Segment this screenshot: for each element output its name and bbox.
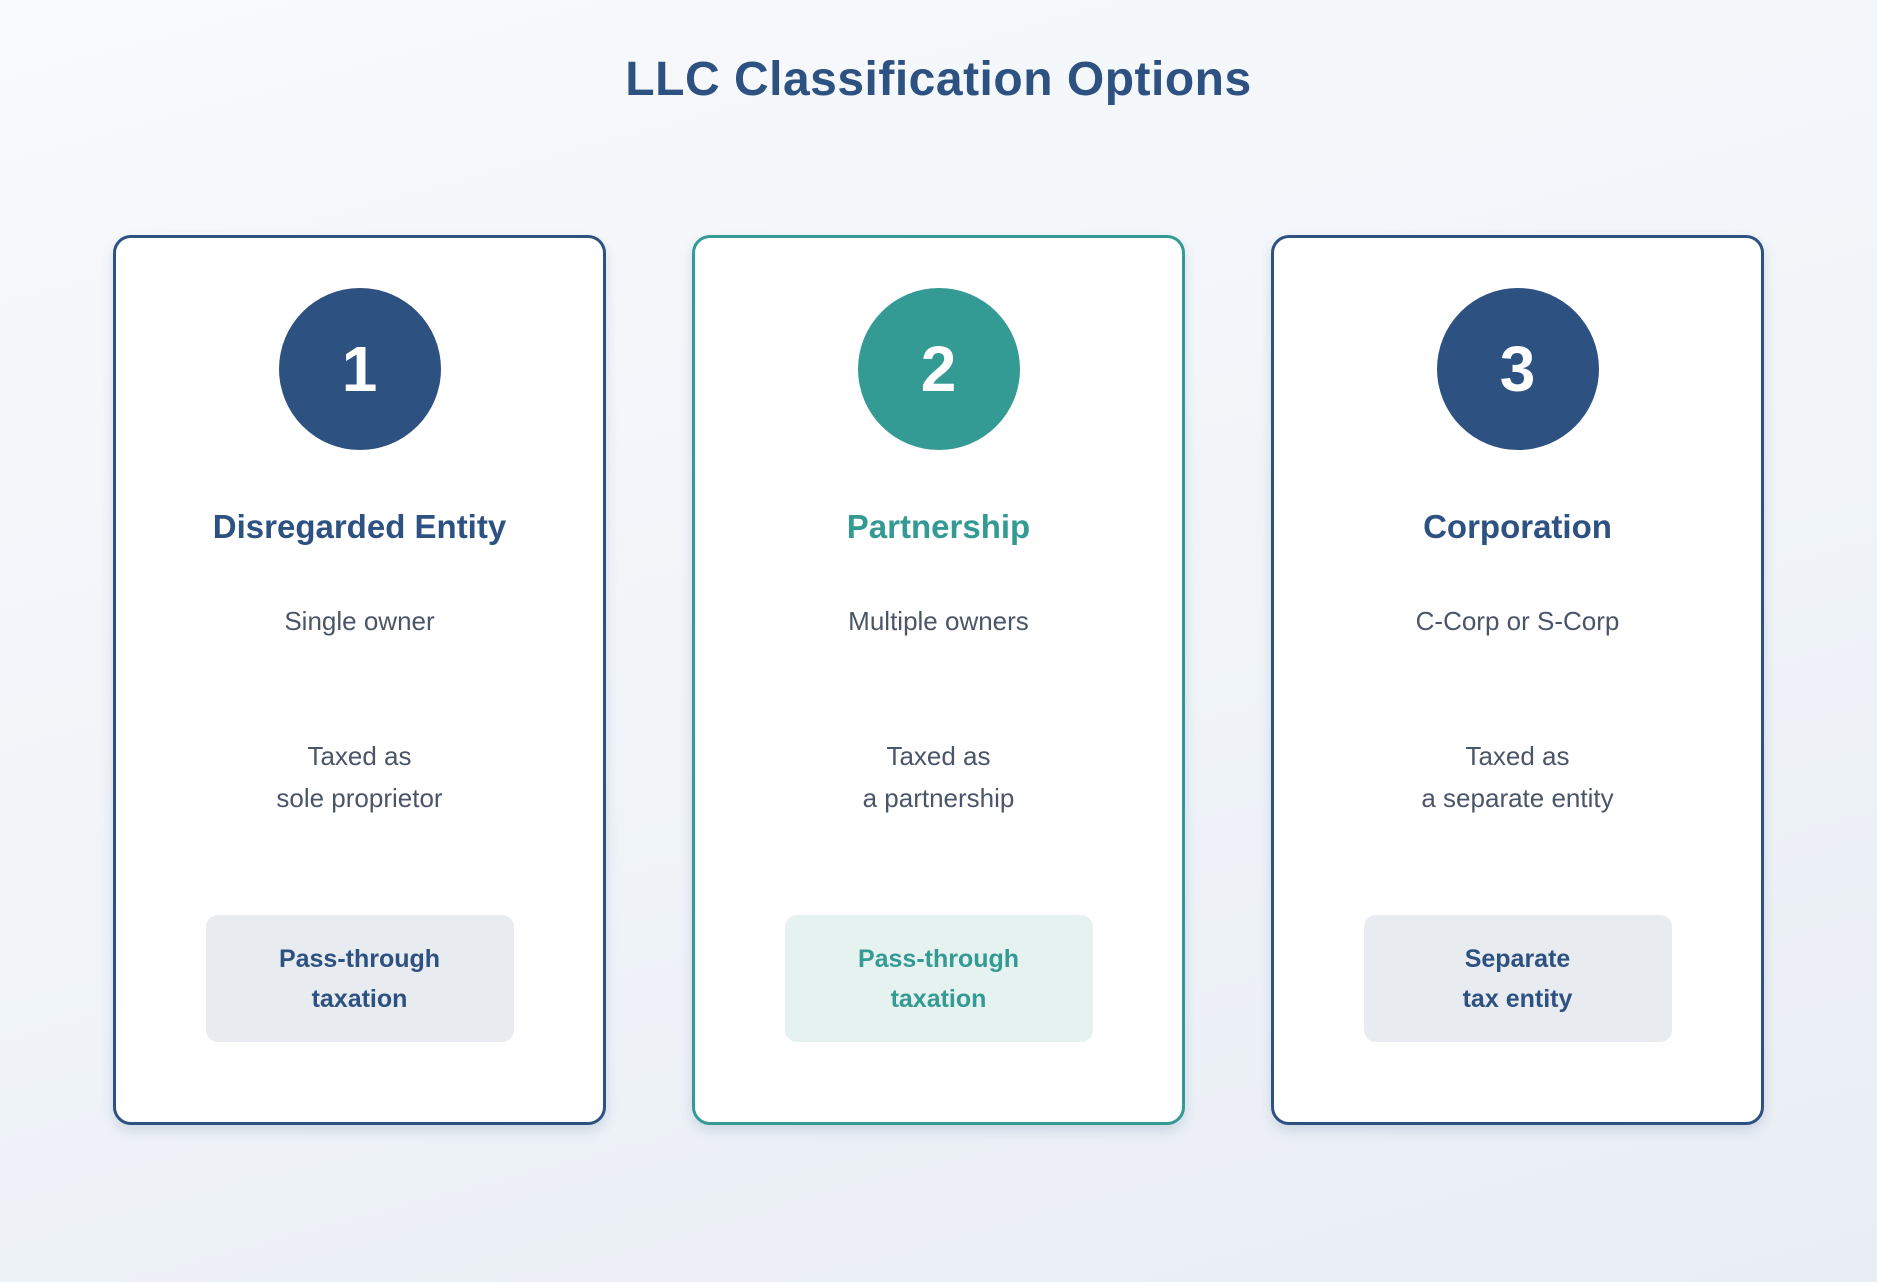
tax-line-2: a partnership — [862, 783, 1015, 813]
tax-description: Taxed as a separate entity — [1421, 735, 1613, 819]
card-subtitle: C-Corp or S-Corp — [1415, 606, 1620, 636]
step-1-number: 1 — [341, 333, 378, 405]
step-3-circle: 3 — [1436, 288, 1599, 450]
tax-line-2: sole proprietor — [276, 783, 443, 813]
tax-description: Taxed as sole proprietor — [276, 735, 442, 819]
tax-line-1: Taxed as — [886, 741, 991, 771]
badge-line-1: Pass-through — [857, 944, 1020, 973]
tax-description: Taxed as a partnership — [863, 735, 1015, 819]
step-2-circle: 2 — [857, 288, 1020, 450]
badge-line-2: taxation — [311, 984, 408, 1013]
page: { "page": { "title": "LLC Classification… — [0, 52, 1877, 1282]
tax-line-1: Taxed as — [1465, 741, 1570, 771]
card-title-corporation: Corporation — [1423, 508, 1612, 545]
card-partnership[interactable]: 2 Partnership Multiple owners Taxed as a… — [692, 235, 1185, 1125]
tax-line-1: Taxed as — [307, 741, 412, 771]
card-subtitle: Multiple owners — [848, 606, 1029, 636]
card-corporation[interactable]: 3 Corporation C-Corp or S-Corp Taxed as … — [1271, 235, 1764, 1125]
tax-line-2: a separate entity — [1421, 783, 1614, 813]
page-title: LLC Classification Options — [625, 53, 1252, 106]
card-subtitle: Single owner — [284, 606, 435, 636]
card-title-disregarded-entity: Disregarded Entity — [212, 508, 507, 545]
step-3-number: 3 — [1499, 333, 1536, 405]
badge-line-1: Pass-through — [278, 944, 441, 973]
tax-badge: Pass-through taxation — [784, 915, 1093, 1042]
step-1-circle: 1 — [278, 288, 441, 450]
step-2-number: 2 — [920, 333, 957, 405]
cards-row: 1 Disregarded Entity Single owner Taxed … — [0, 235, 1877, 1125]
badge-line-1: Separate — [1464, 944, 1571, 973]
tax-badge: Separate tax entity — [1363, 915, 1672, 1042]
badge-line-2: taxation — [890, 984, 987, 1013]
card-title-partnership: Partnership — [846, 508, 1031, 545]
tax-badge: Pass-through taxation — [205, 915, 514, 1042]
badge-line-2: tax entity — [1462, 984, 1573, 1013]
card-disregarded-entity[interactable]: 1 Disregarded Entity Single owner Taxed … — [113, 235, 606, 1125]
